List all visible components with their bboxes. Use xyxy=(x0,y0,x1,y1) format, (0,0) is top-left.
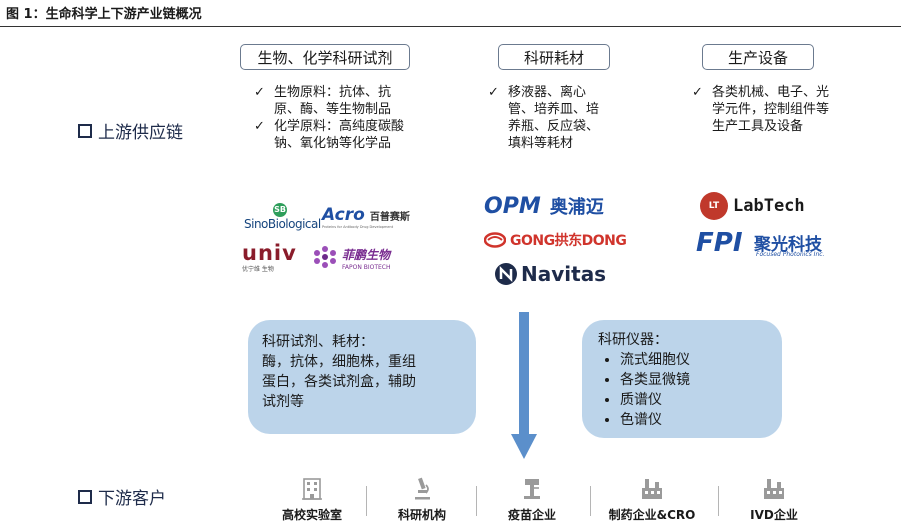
reagents-consumables-callout: 科研试剂、耗材： 酶，抗体，细胞株，重组 蛋白，各类试剂盒，辅助 试剂等 xyxy=(248,320,476,434)
instrument-list: 流式细胞仪 各类显微镜 质谱仪 色谱仪 xyxy=(598,350,766,430)
university-building-icon xyxy=(302,478,322,500)
checklist-item: 生物原料：抗体、抗原、酶、等生物制品 xyxy=(252,84,414,118)
microscope-icon xyxy=(415,477,430,500)
fapon-logo-cn: 菲鹏生物 xyxy=(342,248,391,262)
fpi-logo: FPI 聚光科技 Focused Photonics Inc. xyxy=(696,228,824,258)
opm-logo: OPM 奥浦迈 xyxy=(484,193,604,219)
customer-university-lab: 高校实验室 xyxy=(272,476,352,523)
customer-divider xyxy=(366,486,367,516)
navitas-emblem-icon xyxy=(495,263,517,285)
downstream-label: 下游客户 xyxy=(78,484,166,509)
fapon-flower-icon xyxy=(314,246,336,268)
navitas-logo: Navitas xyxy=(494,262,606,286)
gong-dong-emblem-icon xyxy=(484,232,506,248)
customer-label: 制药企业&CRO xyxy=(608,508,696,522)
category-consumables-box: 科研耗材 xyxy=(498,44,610,70)
callout-line: 蛋白，各类试剂盒，辅助 xyxy=(262,374,416,390)
fpi-logo-en: Focused Photonics Inc. xyxy=(756,251,825,258)
customer-pharma-cro: 制药企业&CRO xyxy=(604,476,700,523)
customer-label: IVD企业 xyxy=(750,508,798,522)
callout-line: 科研试剂、耗材： xyxy=(262,334,374,350)
category-equipment-box: 生产设备 xyxy=(702,44,814,70)
gong-dong-logo-text: GONG拱东DONG xyxy=(510,233,627,249)
customer-research-institute: 科研机构 xyxy=(382,476,462,523)
checklist-item: 移液器、离心管、培养皿、培养瓶、反应袋、填料等耗材 xyxy=(486,84,608,152)
title-divider xyxy=(0,26,901,27)
univ-logo-text: univ xyxy=(242,241,297,265)
instrument-item: 质谱仪 xyxy=(620,390,766,410)
acro-logo-subtitle: Proteins for Antibody Drug Development xyxy=(322,225,394,229)
consumables-checklist: 移液器、离心管、培养皿、培养瓶、反应袋、填料等耗材 xyxy=(486,84,608,152)
labtech-logo-text: LabTech xyxy=(733,196,805,216)
downstream-arrow xyxy=(511,312,537,459)
ivd-factory-icon xyxy=(764,479,784,499)
pharma-factory-icon xyxy=(642,479,662,499)
instruments-callout: 科研仪器： 流式细胞仪 各类显微镜 质谱仪 色谱仪 xyxy=(582,320,782,438)
labtech-logo: LT LabTech xyxy=(700,192,805,220)
acro-logo-cn: 百普赛斯 xyxy=(369,212,410,223)
equipment-checklist: 各类机械、电子、光学元件，控制组件等生产工具及设备 xyxy=(690,84,830,135)
checklist-item: 化学原料：高纯度碳酸钠、氧化钠等化学品 xyxy=(252,118,414,152)
acro-logo: Acro 百普赛斯 Proteins for Antibody Drug Dev… xyxy=(322,205,412,229)
customer-ivd-company: IVD企业 xyxy=(734,476,814,523)
vaccine-lab-icon xyxy=(524,479,540,499)
opm-logo-text: OPM xyxy=(484,194,541,219)
customer-divider xyxy=(590,486,591,516)
reagents-checklist: 生物原料：抗体、抗原、酶、等生物制品 化学原料：高纯度碳酸钠、氧化钠等化学品 xyxy=(252,84,414,152)
instrument-item: 流式细胞仪 xyxy=(620,350,766,370)
gong-dong-logo: GONG拱东DONG xyxy=(484,230,627,250)
customer-divider xyxy=(476,486,477,516)
callout-line: 试剂等 xyxy=(262,394,304,410)
univ-logo-subtitle: 优宁维 生物 xyxy=(242,266,274,273)
sino-biological-logo: SB SinoBiological xyxy=(244,203,321,237)
customer-label: 疫苗企业 xyxy=(507,508,556,522)
univ-logo: univ 优宁维 生物 xyxy=(242,242,304,273)
navitas-logo-text: Navitas xyxy=(521,262,607,286)
acro-logo-text: Acro xyxy=(322,205,365,225)
fapon-logo-en: FAPON BIOTECH xyxy=(342,264,391,271)
customer-vaccine-company: 疫苗企业 xyxy=(492,476,572,523)
fpi-logo-cn: 聚光科技 xyxy=(754,235,822,255)
checklist-item: 各类机械、电子、光学元件，控制组件等生产工具及设备 xyxy=(690,84,830,135)
sino-logo-text: SinoBiological xyxy=(244,217,321,231)
square-bullet-icon xyxy=(78,489,92,504)
upstream-label: 上游供应链 xyxy=(78,118,183,143)
fpi-logo-text: FPI xyxy=(696,228,743,258)
customer-label: 科研机构 xyxy=(397,508,446,522)
sino-badge-icon: SB xyxy=(273,203,287,217)
upstream-label-text: 上游供应链 xyxy=(98,123,183,143)
fapon-logo: 菲鹏生物 FAPON BIOTECH xyxy=(312,242,412,276)
customer-label: 高校实验室 xyxy=(281,508,342,522)
callout-heading: 科研仪器： xyxy=(598,332,668,348)
labtech-emblem-icon: LT xyxy=(700,192,728,220)
customer-divider xyxy=(718,486,719,516)
category-reagents-box: 生物、化学科研试剂 xyxy=(240,44,410,70)
opm-logo-cn: 奥浦迈 xyxy=(549,197,604,218)
instrument-item: 色谱仪 xyxy=(620,410,766,430)
downstream-label-text: 下游客户 xyxy=(98,489,166,509)
figure-title: 图 1：生命科学上下游产业链概况 xyxy=(6,7,202,22)
instrument-item: 各类显微镜 xyxy=(620,370,766,390)
square-bullet-icon xyxy=(78,123,92,138)
callout-line: 酶，抗体，细胞株，重组 xyxy=(262,354,416,370)
